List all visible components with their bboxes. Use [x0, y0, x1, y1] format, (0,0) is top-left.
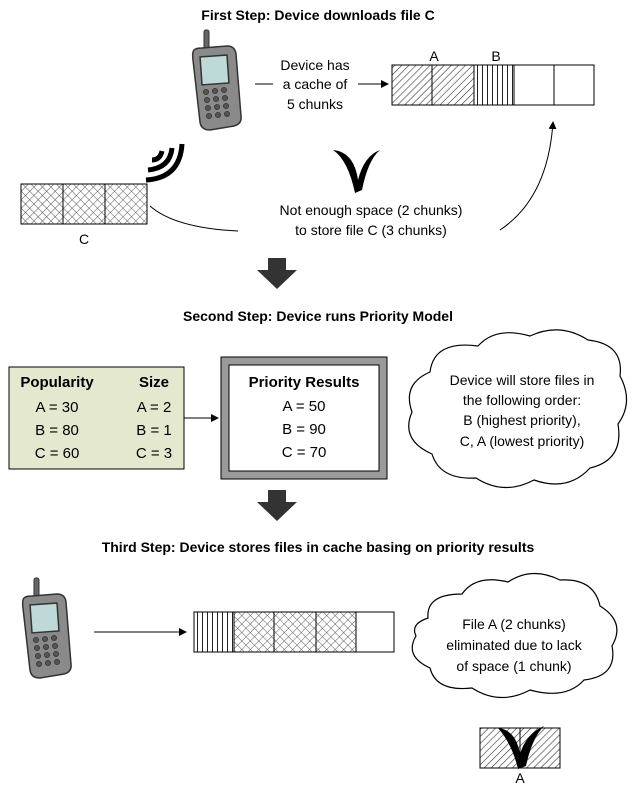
cache-note-line2: a cache of: [283, 76, 348, 92]
cache-chunk-free2: [553, 64, 595, 106]
step3-cloud-line3: of space (1 chunk): [456, 658, 571, 674]
chunk-label-b: B: [491, 48, 500, 64]
thought-cloud-step2: [408, 329, 628, 489]
result-value-a: A = 50: [283, 398, 326, 415]
results-header: Priority Results: [249, 374, 360, 391]
step2-cloud-line2: the following order:: [463, 392, 581, 408]
file-c-chunks: [20, 183, 148, 225]
result-value-c: C = 70: [282, 444, 327, 461]
final-chunk-b: [193, 611, 235, 653]
step3-title: Third Step: Device stores files in cache…: [102, 539, 535, 555]
step1-title: First Step: Device downloads file C: [201, 7, 434, 23]
phone-icon: [191, 29, 242, 131]
phone-icon-step3: [21, 577, 72, 679]
popularity-value-a: A = 30: [36, 399, 79, 416]
wireless-signal-icon: [145, 143, 185, 183]
popularity-header: Popularity: [20, 374, 94, 391]
file-c-chunk1: [20, 183, 64, 225]
step2-cloud-line4: C, A (lowest priority): [460, 433, 584, 449]
size-value-a: A = 2: [137, 399, 172, 416]
chunk-label-a: A: [429, 48, 439, 64]
size-value-b: B = 1: [136, 422, 171, 439]
file-c-to-warning-curve: [149, 205, 239, 232]
final-cache-bar: [193, 611, 395, 653]
device-cache-bar: [391, 64, 595, 106]
warning-to-cache-curve: [499, 121, 557, 231]
cache-chunk-b: [473, 64, 515, 106]
cache-chunk-a2: [431, 64, 475, 106]
result-value-b: B = 90: [282, 421, 326, 438]
step2-title: Second Step: Device runs Priority Model: [183, 308, 453, 324]
step-arrow-2: [257, 490, 297, 521]
cache-note-line3: 5 chunks: [287, 96, 343, 112]
final-chunk-c1: [233, 611, 275, 653]
step2-cloud-line3: B (highest priority),: [463, 412, 580, 428]
thought-cloud-step3: [411, 572, 618, 699]
cache-note-line1: Device has: [280, 57, 349, 73]
file-c-chunk3: [104, 183, 148, 225]
warning-line1: Not enough space (2 chunks): [280, 202, 463, 218]
step3-cloud-line2: eliminated due to lack: [446, 637, 582, 653]
eliminated-cross-mark-icon: [498, 726, 544, 769]
final-chunk-c3: [315, 611, 357, 653]
warning-line2: to store file C (3 chunks): [295, 222, 447, 238]
cross-mark-icon: [333, 150, 380, 193]
popularity-value-c: C = 60: [35, 445, 80, 462]
priority-results-box: [220, 356, 388, 480]
step-arrow-1: [257, 258, 297, 289]
popularity-size-panel: [8, 366, 185, 470]
file-c-label: C: [79, 231, 89, 247]
step2-cloud-line1: Device will store files in: [450, 372, 595, 388]
cache-chunk-free1: [513, 64, 555, 106]
final-chunk-free: [355, 611, 395, 653]
eliminated-file-label: A: [515, 770, 525, 786]
cache-chunk-a1: [391, 64, 433, 106]
size-header: Size: [139, 374, 169, 391]
popularity-value-b: B = 80: [35, 422, 79, 439]
final-chunk-c2: [273, 611, 317, 653]
step3-cloud-line1: File A (2 chunks): [462, 616, 566, 632]
file-c-chunk2: [62, 183, 106, 225]
size-value-c: C = 3: [136, 445, 172, 462]
